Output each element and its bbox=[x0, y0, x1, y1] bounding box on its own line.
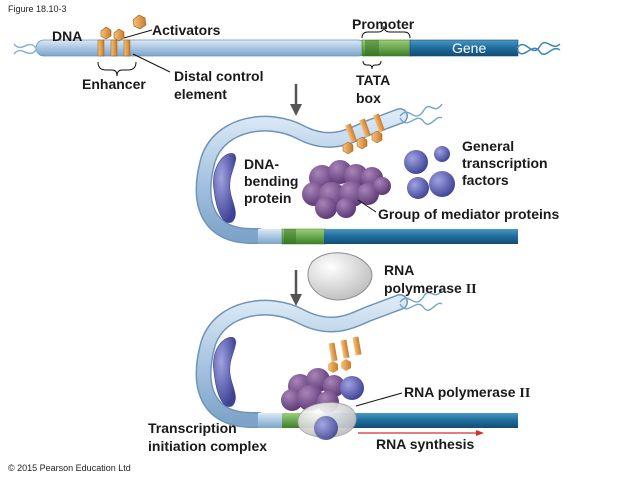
label-promoter: Promoter bbox=[352, 16, 415, 32]
label-dna: DNA bbox=[52, 28, 83, 44]
leader-lines-bottom bbox=[355, 392, 403, 407]
rna-polymerase-free bbox=[307, 252, 373, 301]
label-rna-pol-bottom: RNA polymerase II bbox=[404, 384, 531, 401]
label-dna-bending-line3: protein bbox=[244, 190, 292, 206]
label-distal-control-line1: Distal control bbox=[174, 68, 264, 84]
dna-loop-middle bbox=[195, 103, 518, 245]
arrow-down-2 bbox=[290, 270, 302, 306]
roman-numeral: II bbox=[465, 282, 477, 297]
leader-lines-middle bbox=[357, 199, 377, 213]
mediator-proteins bbox=[302, 160, 391, 219]
label-distal-control-line2: element bbox=[174, 86, 227, 102]
label-dna-bending-line2: bending bbox=[244, 173, 299, 189]
enhancer-bands bbox=[97, 39, 131, 57]
label-mediator: Group of mediator proteins bbox=[378, 206, 560, 222]
label-gene: Gene bbox=[452, 40, 487, 56]
rna-synthesis-arrow bbox=[358, 430, 484, 436]
label-initiation-complex-line1: Transcription bbox=[148, 420, 237, 436]
label-tata-line2: box bbox=[356, 90, 381, 106]
label-rna-pol-line1: RNA bbox=[384, 262, 415, 278]
activator-bands-middle bbox=[342, 113, 385, 155]
label-enhancer: Enhancer bbox=[82, 76, 146, 92]
dna-strand-top bbox=[13, 39, 561, 57]
label-dna-bending-line1: DNA- bbox=[244, 156, 279, 172]
figure-label: Figure 18.10-3 bbox=[8, 4, 67, 14]
label-activators: Activators bbox=[152, 22, 221, 38]
label-general-tf-line1: General bbox=[462, 138, 515, 154]
leader-lines-top bbox=[97, 25, 411, 77]
label-initiation-complex-line2: initiation complex bbox=[148, 438, 268, 454]
label-rna-pol-line2: polymerase II bbox=[384, 280, 477, 297]
initiation-complex bbox=[281, 368, 364, 440]
activator-proteins bbox=[100, 14, 147, 42]
label-general-tf-line2: transcription bbox=[462, 155, 548, 171]
dna-bending-protein-bottom bbox=[213, 337, 236, 407]
dna-loop-bottom bbox=[195, 289, 518, 428]
roman-numeral: II bbox=[519, 386, 531, 401]
arrow-down-1 bbox=[290, 84, 302, 116]
label-tata-line1: TATA bbox=[356, 72, 391, 88]
activator-bands-bottom bbox=[328, 336, 362, 373]
general-transcription-factors bbox=[404, 146, 455, 199]
label-rna-synthesis: RNA synthesis bbox=[376, 436, 475, 452]
copyright-notice: © 2015 Pearson Education Ltd bbox=[8, 463, 131, 473]
dna-bending-protein bbox=[213, 153, 236, 223]
label-general-tf-line3: factors bbox=[462, 172, 509, 188]
